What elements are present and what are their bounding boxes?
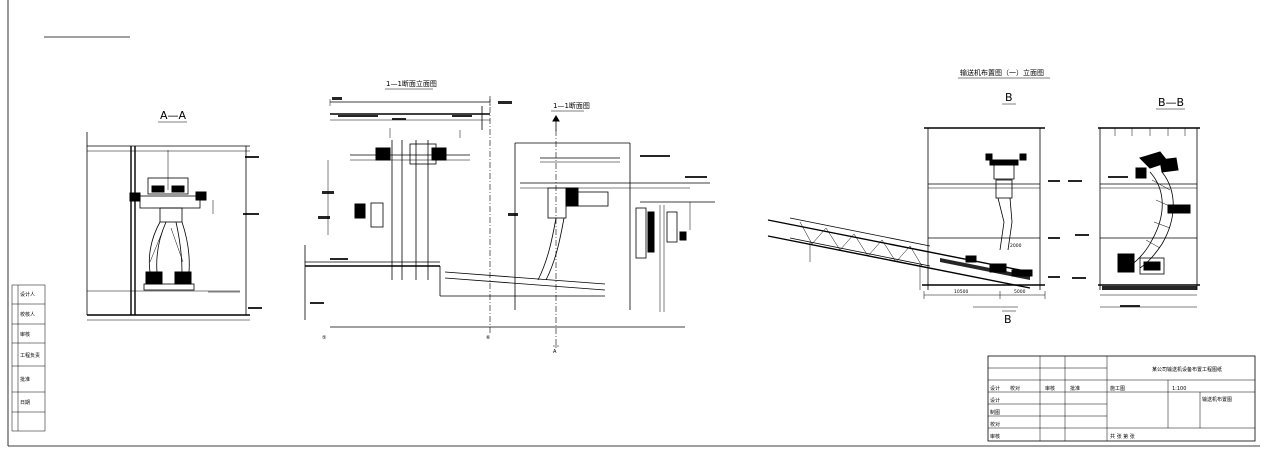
view-section-bb: B—B [1068,96,1200,308]
view-section-11-plan: 1—1断面图 A [508,101,715,355]
tb-row-0: 设计 [990,397,1000,404]
sig-row-3: 工程负责 [20,352,40,359]
view-section-11-elevation: 1—1断面立面图 [304,79,685,341]
view-11-elev-title: 1—1断面立面图 [386,79,437,88]
grid-axis-5: ⑤ [322,335,326,341]
tb-row-3: 审核 [990,433,1000,440]
tb-project-name: 某公司输送机设备布置工程图纸 [1152,366,1222,373]
tb-col-2: 审核 [1045,385,1055,392]
tb-col-3: 批准 [1070,385,1080,392]
tb-drawing-name: 输送机布置图 [1202,396,1232,403]
tb-col-1: 校对 [1010,385,1020,392]
sig-row-5: 日期 [20,400,30,406]
dim-cv-right: 5000 [1014,289,1026,295]
view-b-bottom: B [1004,313,1012,326]
tb-col-0: 设计 [990,385,1000,392]
sig-row-2: 审核 [20,331,30,338]
view-bb-title: B—B [1158,96,1184,109]
view-b-title: B [1005,91,1013,104]
sig-row-1: 校核人 [20,311,35,318]
view-conveyor-title: 输送机布置图（一）立面图 [960,68,1044,77]
sig-row-0: 设计人 [20,291,35,298]
tb-stage: 施工图 [1110,385,1125,392]
view-section-aa: A—A [86,109,262,321]
dim-cv-left: 10500 [954,289,968,295]
sig-row-4: 批准 [20,376,30,383]
tb-row-1: 制图 [990,409,1000,416]
grid-axis-6: ⑥ [486,335,491,341]
left-signature-table: 设计人 校核人 审核 工程负责 批准 日期 [11,284,46,432]
title-block: 某公司输送机设备布置工程图纸 设计 校对 审核 批准 施工图 1:100 输送机… [987,355,1256,442]
tb-sheet: 共 张 第 张 [1110,433,1135,440]
view-11-plan-title: 1—1断面图 [553,101,590,110]
view-aa-title: A—A [160,109,187,122]
cut-marker-a: A [553,349,557,355]
view-conveyor-elevation: 输送机布置图（一）立面图 B [767,68,1060,326]
tb-row-2: 校对 [990,421,1000,428]
dim-cv-mid: 2000 [1010,243,1022,249]
tb-scale: 1:100 [1172,386,1186,392]
